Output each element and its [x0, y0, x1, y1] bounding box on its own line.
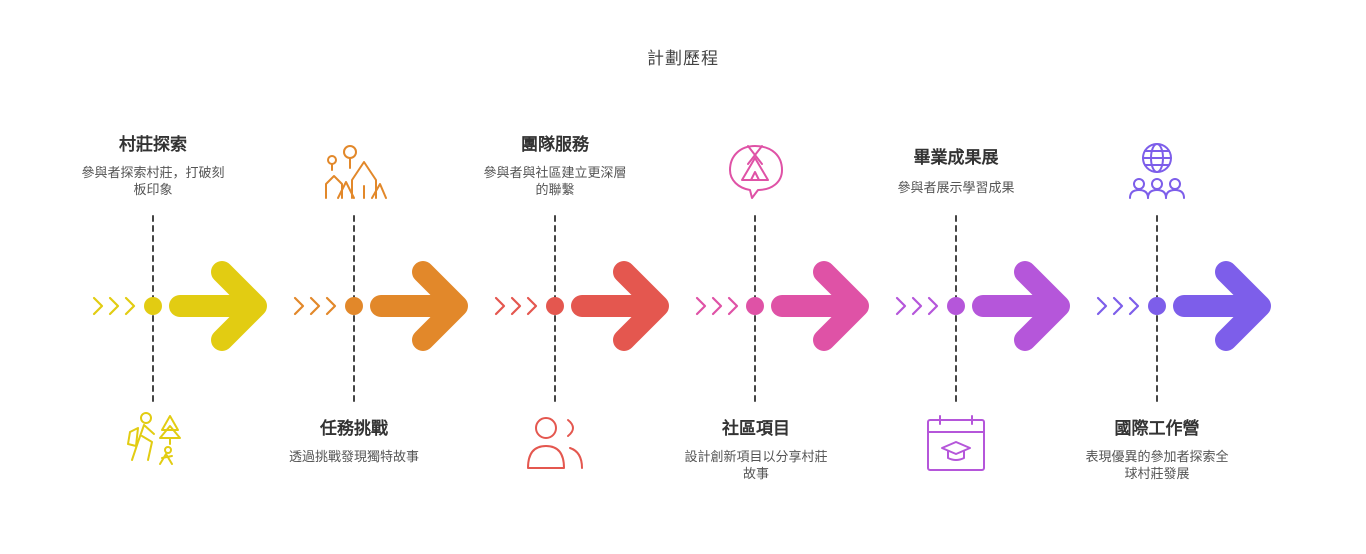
chevrons-icon	[92, 296, 136, 316]
timeline-segment-2	[293, 145, 468, 403]
arrow-icon	[1173, 261, 1271, 351]
chevrons-icon	[494, 296, 538, 316]
timeline-dot	[1148, 297, 1166, 315]
step-title: 畢業成果展	[913, 148, 999, 168]
arrow-icon	[972, 261, 1070, 351]
team-icon	[527, 417, 583, 469]
step-description: 參與者展示學習成果	[897, 181, 1015, 196]
step-description: 參與者與社區建立更深層的聯繫	[483, 166, 627, 198]
arrow-icon	[571, 261, 669, 351]
step-title: 社區項目	[722, 419, 790, 439]
chevrons-icon	[695, 296, 739, 316]
timeline-segment-4	[695, 145, 869, 403]
timeline-segment-1	[92, 215, 267, 465]
tent-chat-icon	[729, 145, 783, 199]
arrow-icon	[169, 261, 267, 351]
step-title: 任務挑戰	[320, 419, 388, 439]
step-title: 國際工作營	[1114, 419, 1200, 439]
step-description: 設計創新項目以分享村莊故事	[684, 450, 828, 482]
hiking-icon	[127, 412, 181, 465]
page-title: 計劃歷程	[647, 49, 719, 69]
arrow-icon	[370, 261, 468, 351]
step-description: 參與者探索村莊，打破刻板印象	[81, 166, 225, 198]
step-title: 團隊服務	[521, 135, 589, 155]
step-title: 村莊探索	[119, 135, 187, 155]
timeline-segment-3	[494, 215, 669, 469]
chevrons-icon	[293, 296, 337, 316]
graduation-calendar-icon	[927, 415, 985, 471]
step-description: 表現優異的參加者探索全球村莊發展	[1085, 450, 1229, 482]
timeline-dot	[546, 297, 564, 315]
timeline-dot	[144, 297, 162, 315]
timeline-dot	[947, 297, 965, 315]
chevrons-icon	[1096, 296, 1140, 316]
arrow-icon	[771, 261, 869, 351]
global-community-icon	[1129, 143, 1185, 199]
chevrons-icon	[895, 296, 939, 316]
timeline-segment-5	[895, 215, 1070, 471]
step-description: 透過挑戰發現獨特故事	[288, 450, 419, 465]
village-balloon-icon	[325, 145, 387, 199]
timeline-dot	[345, 297, 363, 315]
timeline-segment-6	[1096, 143, 1271, 403]
timeline-dot	[746, 297, 764, 315]
